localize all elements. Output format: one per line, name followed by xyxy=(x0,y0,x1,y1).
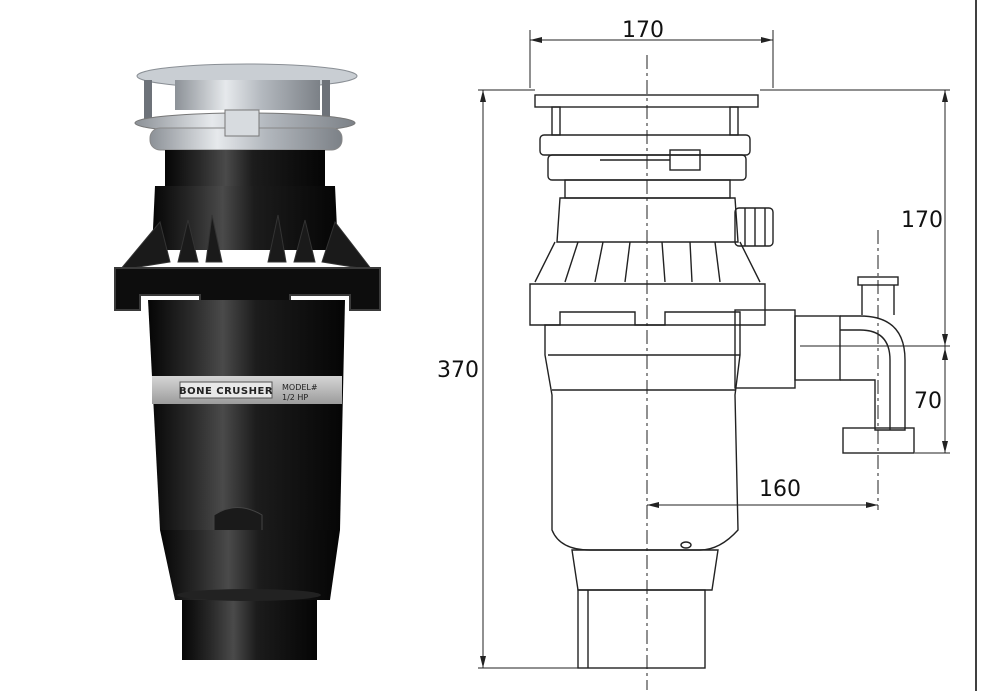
dishwasher-inlet xyxy=(734,207,774,247)
outlet-elbow-inner xyxy=(840,329,891,430)
dim-outlet-height: 70 xyxy=(914,389,942,414)
model-label: MODEL# xyxy=(282,383,318,392)
mount-bolt xyxy=(322,80,330,124)
base-rim xyxy=(177,589,321,601)
cooling-fins xyxy=(118,214,374,271)
drawing-bolt xyxy=(729,106,739,136)
mount-ring xyxy=(175,80,320,110)
drawing-mount-ring xyxy=(539,134,751,156)
collar xyxy=(165,150,325,186)
motor-housing xyxy=(148,300,345,530)
drain-riser xyxy=(861,285,895,315)
brand-label: BONE CRUSHER xyxy=(179,386,273,397)
dim-arrows xyxy=(942,348,948,453)
upper-housing xyxy=(152,186,338,250)
mount-bolt xyxy=(144,80,152,124)
dim-outlet-offset: 160 xyxy=(759,477,801,502)
outlet-elbow-start xyxy=(794,315,841,381)
top-plate xyxy=(534,94,759,108)
drawing-clip xyxy=(669,149,701,171)
outlet-flange xyxy=(842,427,915,454)
brand-plate xyxy=(179,381,273,399)
drawing-fins xyxy=(534,241,761,283)
base-tube xyxy=(182,600,317,660)
outlet-elbow xyxy=(840,315,906,431)
drawing-bolt xyxy=(551,106,561,136)
drawing-reset xyxy=(680,541,692,549)
drawing-upper-housing xyxy=(556,197,739,243)
drawing-lower-housing xyxy=(571,549,719,591)
lower-housing xyxy=(160,530,340,600)
drawing-base-tube xyxy=(577,589,706,669)
drawing-motor-body xyxy=(544,324,741,551)
technical-drawing xyxy=(478,30,950,690)
power-label: 1/2 HP xyxy=(282,393,308,402)
dim-upper-height: 170 xyxy=(901,208,943,233)
dim-top-width: 170 xyxy=(622,18,664,43)
product-photo: BONE CRUSHER MODEL# 1/2 HP xyxy=(114,63,381,660)
ring-clip xyxy=(224,109,260,137)
dim-total-height: 370 xyxy=(437,358,479,383)
